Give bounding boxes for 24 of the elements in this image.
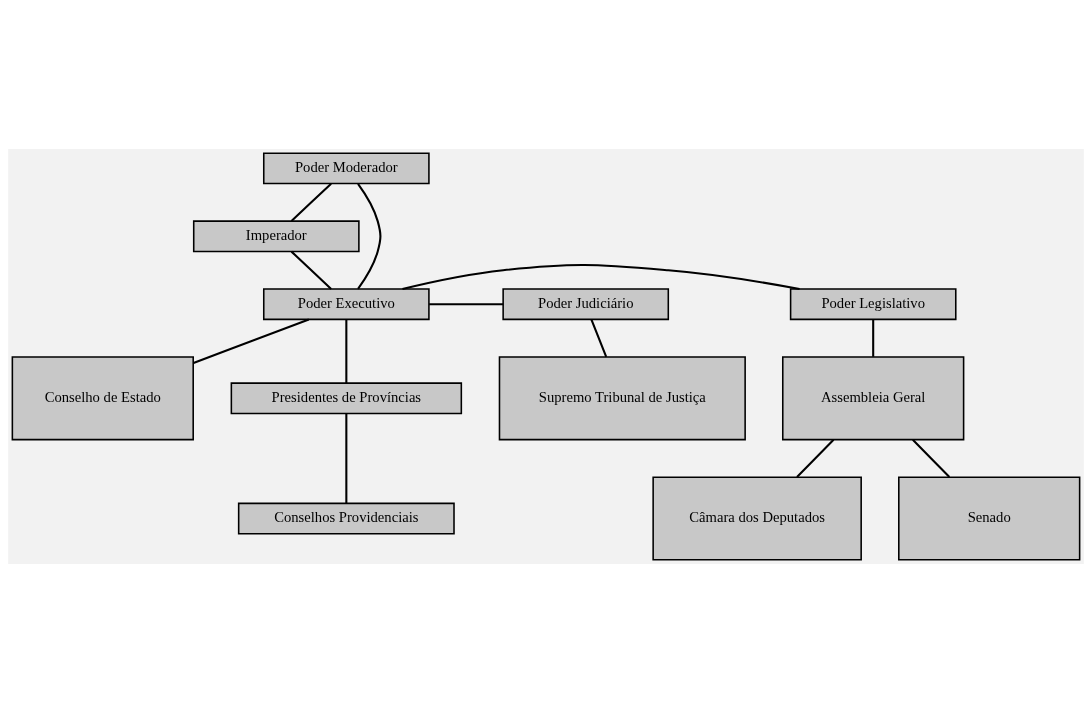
connector xyxy=(345,319,348,383)
connector xyxy=(796,438,835,478)
node-box: Assembleia Geral xyxy=(782,355,965,440)
connector xyxy=(357,182,382,289)
node-box: Conselhos Providenciais xyxy=(237,502,455,534)
node-box: Poder Legislativo xyxy=(789,287,957,320)
connector xyxy=(590,318,608,357)
node-box: Imperador xyxy=(192,219,360,252)
connector xyxy=(290,250,332,290)
connector xyxy=(912,438,951,478)
connector xyxy=(429,302,504,305)
node-box: Supremo Tribunal de Justiça xyxy=(498,355,746,440)
node-box: Poder Moderador xyxy=(262,151,430,184)
node-box: Presidentes de Províncias xyxy=(230,381,463,414)
connector xyxy=(193,317,310,364)
node-box: Poder Executivo xyxy=(262,287,430,320)
node-box: Poder Judiciário xyxy=(502,287,670,320)
connector xyxy=(290,182,332,222)
connector xyxy=(872,319,875,357)
node-box: Câmara dos Deputados xyxy=(652,475,862,561)
connector xyxy=(345,413,348,503)
node-box: Senado xyxy=(898,475,1081,561)
node-box: Conselho de Estado xyxy=(11,355,194,440)
connector xyxy=(402,263,800,290)
